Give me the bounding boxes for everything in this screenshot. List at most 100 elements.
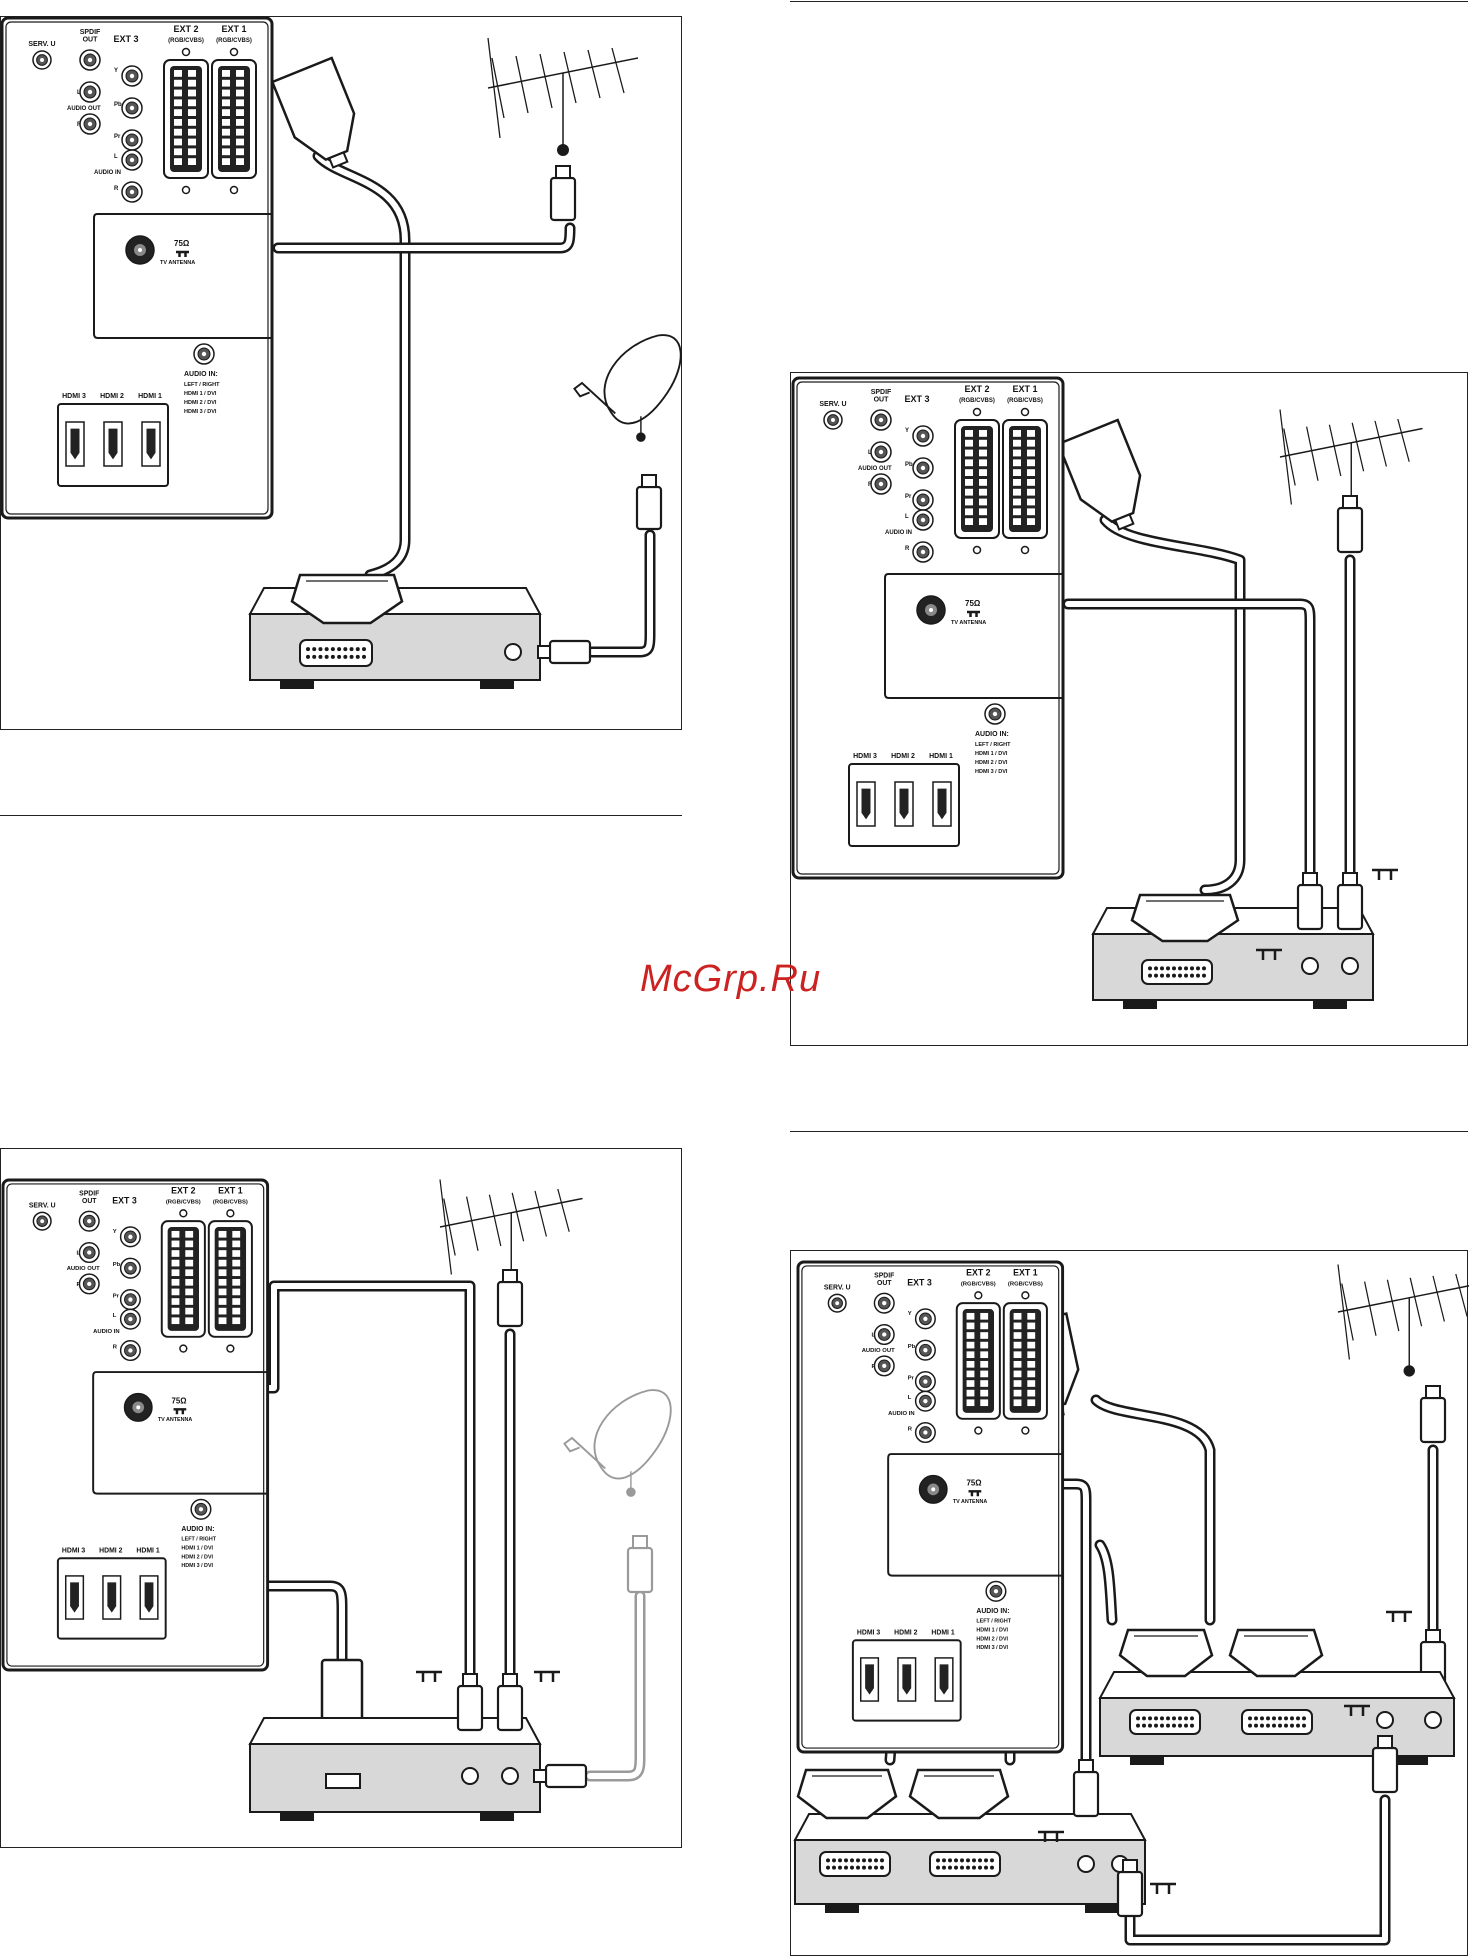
label-ext2: EXT 2 (173, 24, 198, 34)
label-l: L (77, 1250, 81, 1256)
label-ext1: EXT 1 (1012, 384, 1037, 394)
label-l: L (908, 1395, 912, 1401)
watermark-text: McGrp.Ru (640, 958, 822, 1000)
coax-plug-4b-out (1371, 1746, 1399, 1794)
label-ext1: EXT 1 (1013, 1268, 1038, 1278)
scart-plug-tv-ext1 (270, 56, 356, 169)
label-audio-in-title: AUDIO IN: (976, 1608, 1009, 1615)
label-ext2-sub: (RGB/CVBS) (166, 1200, 201, 1206)
label-ext3: EXT 3 (907, 1278, 932, 1288)
label-spdif-out: SPDIF (79, 1191, 99, 1198)
label-l: L (905, 514, 909, 520)
antenna-bay (887, 1453, 1063, 1577)
coax-plug-4a-loop (1116, 1870, 1144, 1918)
aerial-symbol (534, 1670, 560, 1682)
coax-plug-receiver-in-2 (1336, 883, 1364, 931)
label-l: L (77, 90, 81, 96)
label-audio-in-line: LEFT / RIGHT (181, 1537, 216, 1543)
coax-plug-receiver-out-3 (456, 1684, 484, 1732)
label-y: Y (114, 68, 118, 74)
label-ext3: EXT 3 (113, 34, 138, 44)
label-audio-in-line: HDMI 1 / DVI (976, 1627, 1008, 1633)
antenna-icon-1 (487, 37, 639, 156)
label-audio-in: AUDIO IN (93, 1329, 119, 1335)
coax-plug-4a-in (1072, 1770, 1100, 1818)
section-rule-2 (790, 1131, 1468, 1132)
label-audio-out: AUDIO OUT (67, 106, 101, 112)
label-hdmi3: HDMI 3 (62, 393, 86, 400)
label-audio-in-line: HDMI 1 / DVI (975, 751, 1008, 757)
device-rf-socket (504, 643, 522, 661)
label-r: R (908, 1427, 913, 1433)
coax-plug-antenna-4 (1419, 1396, 1447, 1444)
label-hdmi1: HDMI 1 (929, 753, 953, 760)
label-audio-in-line: LEFT / RIGHT (976, 1619, 1011, 1625)
coax-plug-dish-3 (626, 1546, 654, 1594)
label-l: L (114, 154, 118, 160)
aerial-symbol (1372, 868, 1398, 880)
coax-cable-loop-4 (1124, 1794, 1391, 1946)
device-scart-socket (299, 639, 373, 667)
coax-cable-tv-2 (1062, 598, 1316, 886)
satellite-dish-icon-3 (563, 1389, 672, 1497)
aerial-symbol (176, 250, 189, 257)
coax-plug-receiver-1 (548, 639, 592, 665)
coax-plug-antenna-1 (549, 176, 577, 222)
label-ext3: EXT 3 (904, 394, 929, 404)
diagram-2 (999, 409, 1423, 1009)
scart-plug-tv-ext1-2 (1056, 418, 1142, 531)
label-ext2: EXT 2 (964, 384, 989, 394)
scart-cable-1 (312, 150, 411, 581)
scart-plug-4a-right (908, 1768, 1010, 1820)
label-75-ohm: 75Ω (174, 239, 190, 248)
label-pb: Pb (114, 102, 122, 108)
aerial-symbol (416, 1670, 442, 1682)
label-l: L (113, 1313, 117, 1319)
label-hdmi1: HDMI 1 (138, 393, 162, 400)
device-scart-socket (1129, 1709, 1201, 1735)
scart-plug-4a-left (796, 1768, 898, 1820)
label-y: Y (905, 428, 909, 434)
label-audio-in-line: HDMI 3 / DVI (975, 769, 1008, 775)
label-ext1-sub: (RGB/CVBS) (1008, 1282, 1043, 1288)
device-rf-out-socket (1376, 1711, 1394, 1729)
device-scart-socket (1241, 1709, 1313, 1735)
label-pr: Pr (908, 1376, 915, 1382)
label-ext2-sub: (RGB/CVBS) (168, 38, 204, 44)
scart-cable-2 (1099, 514, 1246, 896)
scart-plug-4b-left (1118, 1628, 1214, 1678)
device-rf-out-socket (1301, 957, 1319, 975)
label-ext1-sub: (RGB/CVBS) (213, 1200, 248, 1206)
label-l: L (868, 450, 872, 456)
label-audio-in-line: HDMI 3 / DVI (976, 1645, 1008, 1651)
label-75-ohm: 75Ω (967, 1478, 982, 1487)
label-ext2: EXT 2 (171, 1186, 196, 1196)
scart-plug-receiver-2 (1130, 893, 1240, 943)
label-spdif-out: SPDIF (80, 29, 101, 36)
label-ext2: EXT 2 (966, 1268, 991, 1278)
label-audio-in-line: LEFT / RIGHT (975, 742, 1011, 748)
label-audio-out: AUDIO OUT (67, 1266, 100, 1272)
label-ext3: EXT 3 (112, 1196, 137, 1206)
label-hdmi2: HDMI 2 (894, 1629, 917, 1636)
antenna-bay (92, 1371, 268, 1495)
label-spdif-out: OUT (874, 396, 890, 403)
label-pr: Pr (114, 134, 121, 140)
section-rule-top-right (790, 1, 1468, 2)
label-audio-in-line: HDMI 3 / DVI (181, 1563, 213, 1569)
scart-plug-4b-right (1228, 1628, 1324, 1678)
label-75-ohm: 75Ω (965, 599, 981, 608)
label-ext1: EXT 1 (218, 1186, 243, 1196)
label-tv-antenna: TV ANTENNA (160, 260, 195, 266)
coax-cable-dish-1 (586, 529, 656, 658)
label-ext2-sub: (RGB/CVBS) (959, 398, 995, 404)
label-tv-antenna: TV ANTENNA (158, 1417, 193, 1423)
label-spdif-out: SPDIF (874, 1273, 894, 1280)
device-hdmi-socket (325, 1773, 361, 1789)
antenna-icon-3 (439, 1179, 583, 1292)
label-hdmi1: HDMI 1 (931, 1629, 954, 1636)
label-pb: Pb (905, 462, 913, 468)
